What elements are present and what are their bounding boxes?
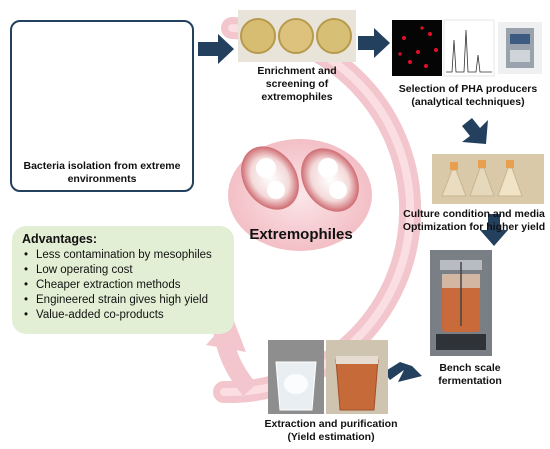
analytical-techniques-photos xyxy=(392,19,542,77)
label-fermentation: Bench scale fermentation xyxy=(438,362,502,387)
bioreactor-photo xyxy=(430,250,492,356)
advantages-title: Advantages: xyxy=(22,232,98,246)
label-optimization: Culture condition and media Optimization… xyxy=(402,208,546,233)
arrow-optimization-to-fermentation xyxy=(480,214,508,246)
advantage-item: Engineered strain gives high yield xyxy=(22,293,224,308)
advantage-item: Low operating cost xyxy=(22,263,224,278)
ring-arrowhead xyxy=(206,316,246,352)
extremophile-cells-graphic xyxy=(228,139,372,251)
extraction-photos xyxy=(268,340,388,414)
center-title: Extremophiles xyxy=(249,226,353,243)
advantage-item: Less contamination by mesophiles xyxy=(22,248,224,263)
arrow-fermentation-to-extraction xyxy=(384,362,422,382)
advantages-list: Less contamination by mesophiles Low ope… xyxy=(22,248,224,323)
advantage-item: Value-added co-products xyxy=(22,308,224,323)
isolation-panel xyxy=(10,20,194,192)
label-extraction: Extraction and purification (Yield estim… xyxy=(264,418,398,443)
label-enrichment: Enrichment and screening of extremophile… xyxy=(257,65,337,103)
arrow-isolation-to-enrichment xyxy=(198,34,234,64)
label-isolation: Bacteria isolation from extreme environm… xyxy=(23,160,181,185)
advantage-item: Cheaper extraction methods xyxy=(22,278,224,293)
petri-dishes-photo xyxy=(238,10,356,62)
arrow-selection-to-optimization xyxy=(462,118,488,144)
arrow-enrichment-to-selection xyxy=(358,28,390,58)
culture-flasks-photo xyxy=(432,154,544,204)
advantages-panel: Advantages: Less contamination by mesoph… xyxy=(12,226,234,334)
label-selection: Selection of PHA producers (analytical t… xyxy=(398,83,538,108)
percent-symbol: % xyxy=(145,102,159,118)
